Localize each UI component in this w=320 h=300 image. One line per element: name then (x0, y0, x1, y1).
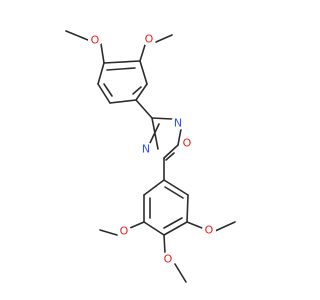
svg-text:N: N (174, 117, 182, 130)
oxygen-atom: O (88, 33, 102, 47)
bond (143, 221, 165, 236)
svg-text:O: O (183, 137, 192, 150)
bond (163, 179, 189, 196)
bond (97, 62, 105, 85)
bond (106, 67, 136, 71)
bond (214, 221, 236, 232)
molecule-structure: O O N O N O O O (65, 30, 236, 283)
bond (163, 221, 188, 236)
oxygen-atom: O (142, 32, 156, 46)
bond (164, 186, 184, 199)
svg-text:O: O (205, 224, 214, 237)
bond (139, 44, 146, 62)
bond (100, 43, 105, 64)
svg-text:O: O (120, 225, 129, 238)
bond (109, 99, 137, 104)
bond (165, 152, 175, 161)
oxygen-atom: O (180, 136, 194, 150)
bond (149, 123, 160, 144)
bond (186, 221, 203, 229)
bond (163, 234, 166, 254)
oxygen-atom: O (117, 224, 131, 238)
bond (65, 30, 89, 41)
bond (139, 60, 148, 85)
bond (186, 194, 189, 223)
oxygen-atom: O (161, 252, 175, 266)
bond (97, 83, 111, 104)
bond (174, 263, 187, 283)
bond (103, 83, 113, 97)
bonds (65, 30, 236, 283)
bond (103, 60, 141, 64)
bond (177, 128, 182, 146)
nitrogen-atom: N (139, 142, 153, 156)
svg-text:O: O (91, 34, 100, 47)
oxygen-atom: O (202, 223, 216, 237)
bond (155, 34, 173, 43)
bond (99, 229, 118, 236)
bond (129, 221, 145, 229)
nitrogen-atom: N (171, 116, 185, 130)
bond (143, 179, 165, 196)
bond (135, 99, 153, 119)
atom-labels: O O N O N O O O (88, 32, 216, 266)
bond (151, 117, 173, 120)
bond (135, 83, 148, 101)
bond (163, 144, 179, 159)
bond (132, 86, 142, 95)
svg-text:O: O (164, 253, 173, 266)
bond (163, 217, 183, 229)
svg-text:N: N (142, 143, 150, 156)
svg-text:O: O (145, 33, 154, 46)
